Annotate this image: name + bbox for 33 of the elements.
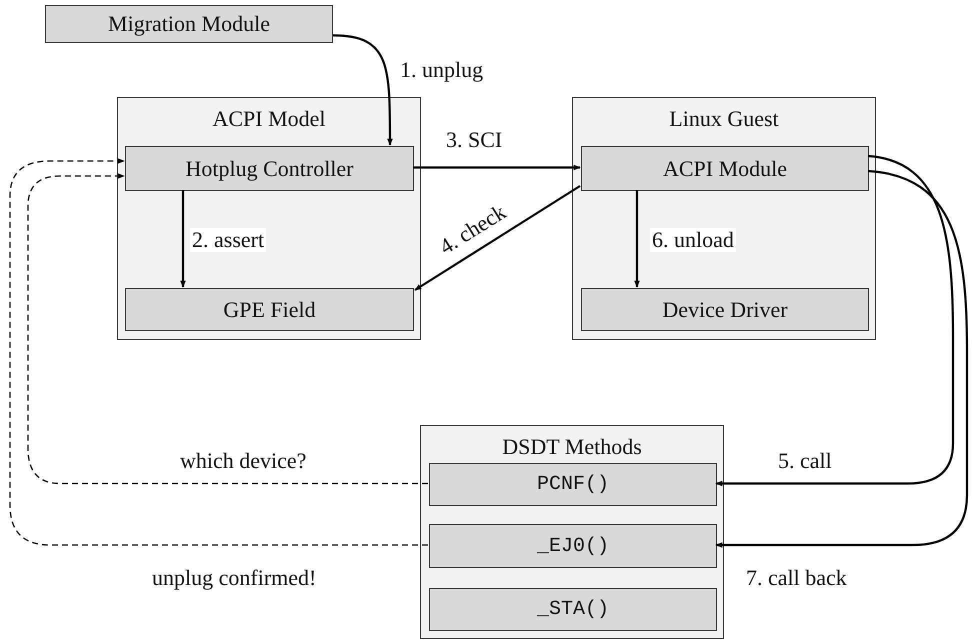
panel-title: DSDT Methods	[501, 434, 643, 460]
group-panel	[117, 97, 421, 340]
method-box	[429, 524, 717, 568]
box-label: _STA()	[536, 598, 609, 621]
process-box	[45, 5, 333, 43]
process-box	[125, 288, 414, 331]
edge-label: 6. unload	[650, 228, 736, 252]
process-box	[581, 288, 869, 331]
box-label: ACPI Module	[662, 156, 788, 182]
method-box	[429, 463, 717, 506]
arrow	[332, 34, 393, 146]
dashed-arrow	[9, 158, 428, 546]
box-label: Migration Module	[108, 11, 270, 37]
box-label: GPE Field	[223, 296, 316, 322]
arrow	[414, 185, 581, 291]
arrow	[413, 164, 581, 170]
method-box	[429, 588, 717, 631]
box-label: _EJ0()	[536, 534, 609, 558]
arrow	[634, 190, 640, 288]
group-panel	[572, 97, 876, 340]
dashed-arrow	[27, 173, 428, 484]
box-label: Device Driver	[662, 296, 788, 322]
box-label: Hotplug Controller	[185, 156, 354, 182]
panel-title: Linux Guest	[668, 106, 780, 132]
panel-title: ACPI Model	[211, 106, 327, 132]
box-label: PCNF()	[536, 473, 609, 496]
edge-label: 2. assert	[190, 228, 266, 252]
process-box	[581, 146, 869, 191]
process-box	[125, 146, 414, 191]
arrow	[715, 170, 968, 548]
arrow	[715, 154, 954, 486]
arrow	[180, 190, 186, 288]
group-panel	[420, 425, 724, 639]
